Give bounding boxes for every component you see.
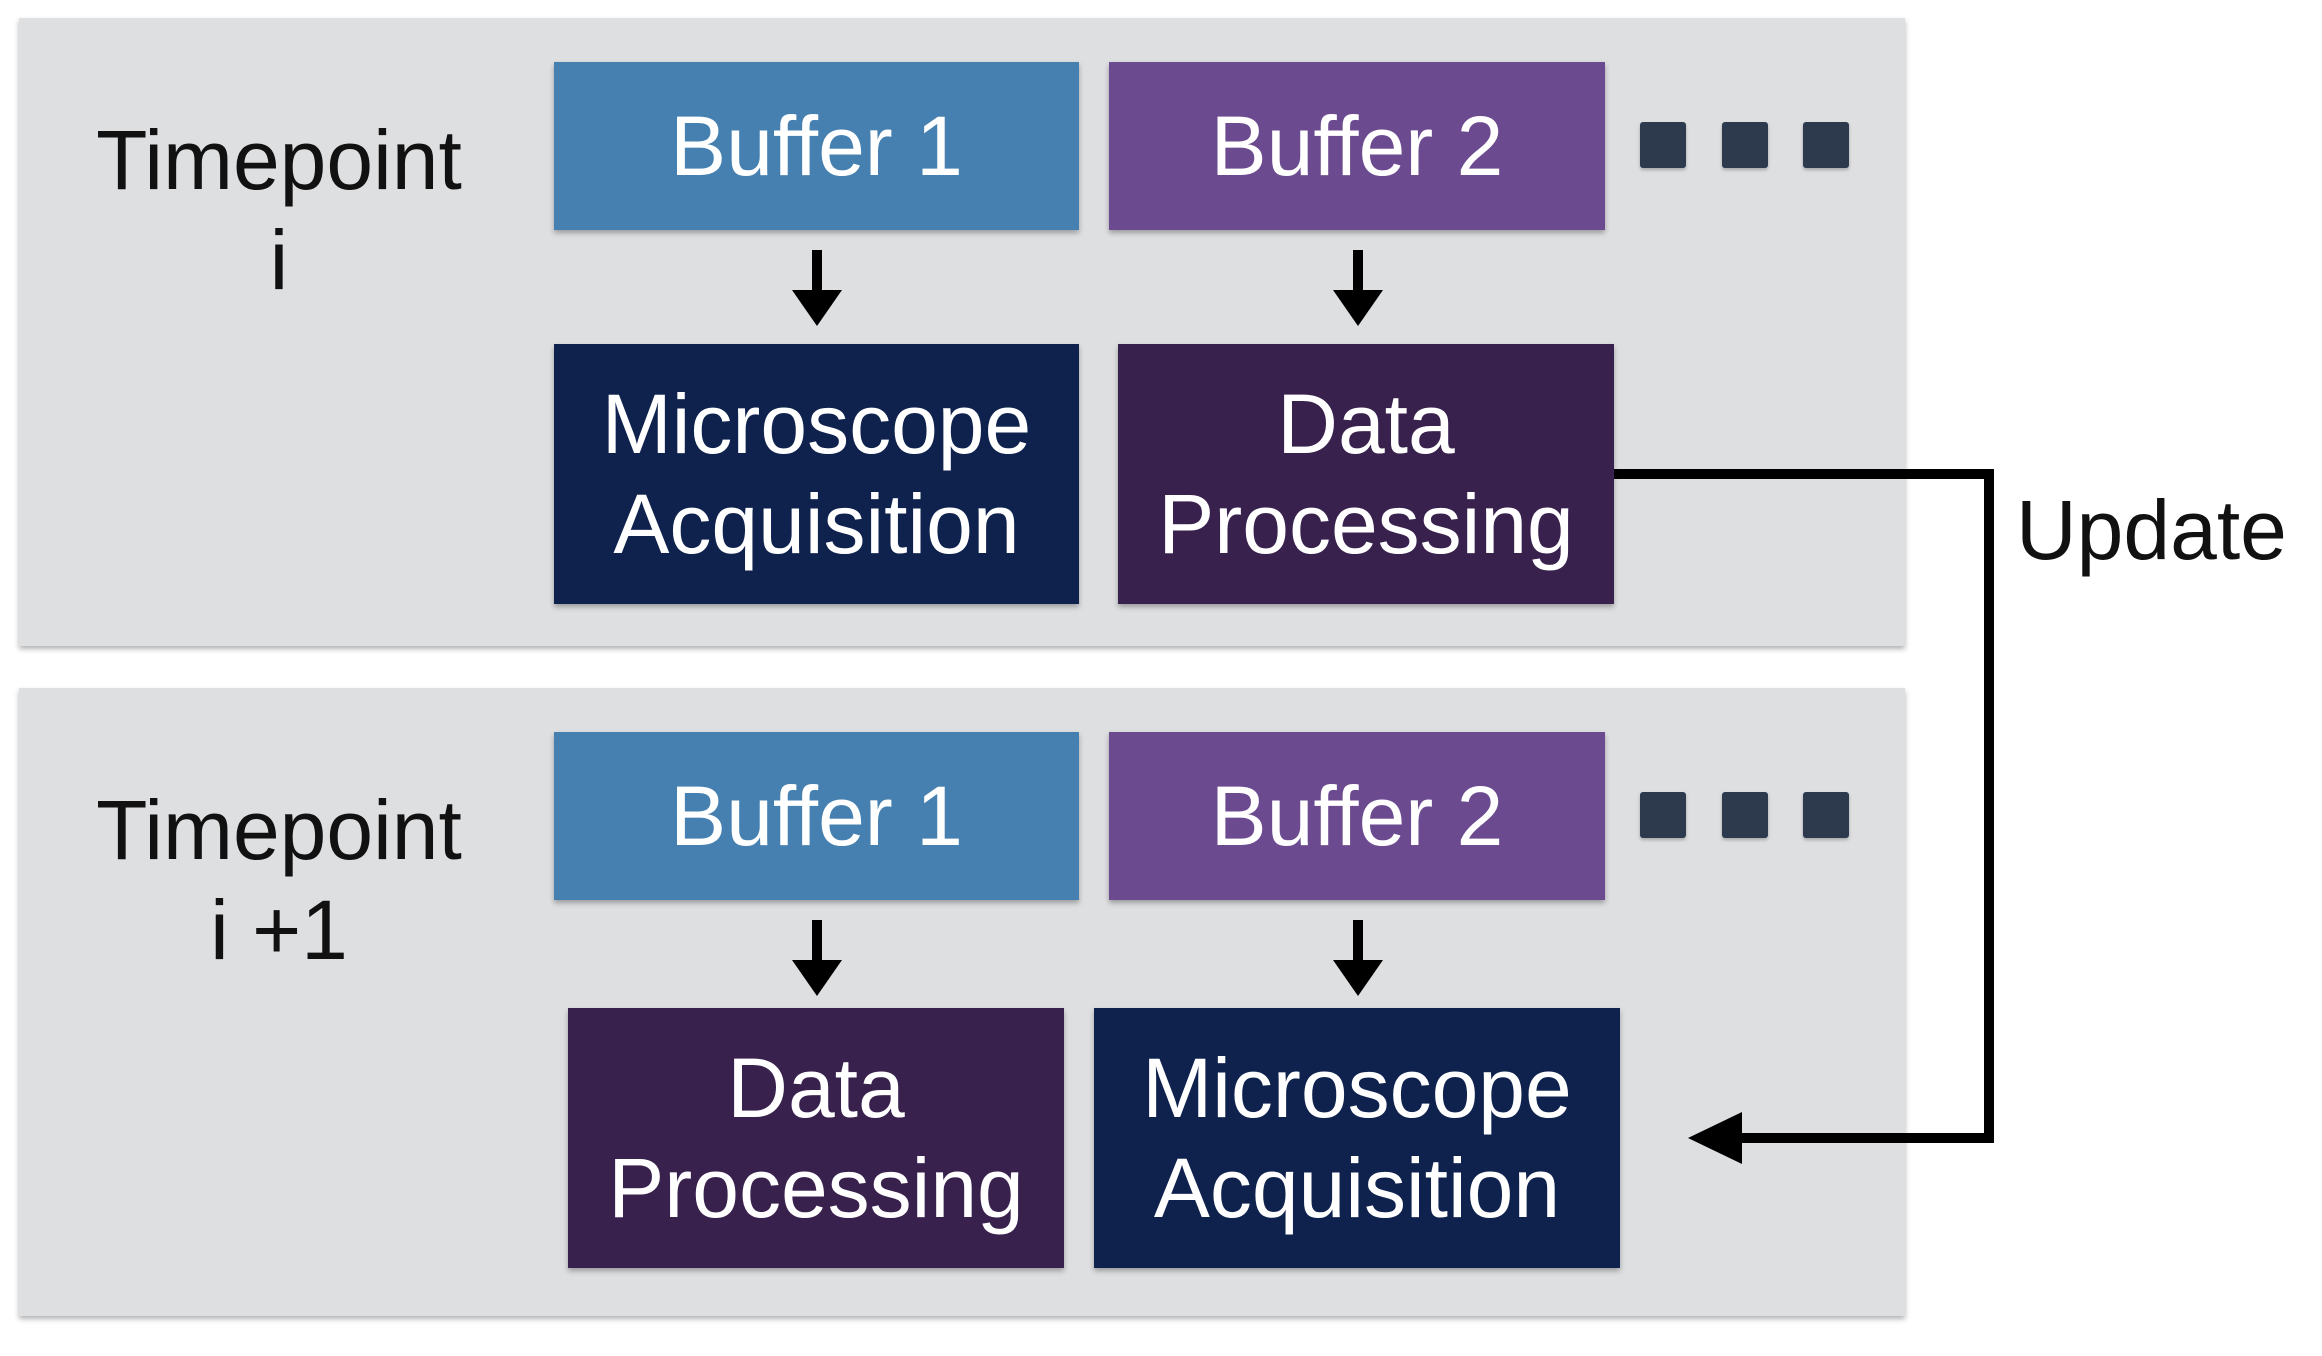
timepoint-panel-i-plus-1: Timepoint i +1 Buffer 1 Buffer 2 Data Pr… [19,688,1905,1316]
ellipsis-square-1 [1640,122,1686,168]
buffer-1-box: Buffer 1 [554,732,1079,900]
ellipsis-square-2 [1722,792,1768,838]
data-processing-box: Data Processing [1118,344,1614,604]
down-arrow-icon [1333,250,1383,326]
buffer-1-box: Buffer 1 [554,62,1079,230]
buffer-2-box: Buffer 2 [1109,732,1605,900]
update-label: Update [2016,483,2287,577]
ellipsis-square-2 [1722,122,1768,168]
timepoint-label: Timepoint i +1 [96,783,462,977]
down-arrow-icon [1333,920,1383,996]
timepoint-panel-i: Timepoint i Buffer 1 Buffer 2 Microscope… [19,18,1905,646]
data-processing-box: Data Processing [568,1008,1064,1268]
ellipsis-square-3 [1803,792,1849,838]
down-arrow-icon [792,250,842,326]
down-arrow-icon [792,920,842,996]
timepoint-label: Timepoint i [96,113,462,307]
buffer-2-box: Buffer 2 [1109,62,1605,230]
ellipsis-square-1 [1640,792,1686,838]
microscope-acquisition-box: Microscope Acquisition [554,344,1079,604]
ellipsis-square-3 [1803,122,1849,168]
microscope-acquisition-box: Microscope Acquisition [1094,1008,1620,1268]
